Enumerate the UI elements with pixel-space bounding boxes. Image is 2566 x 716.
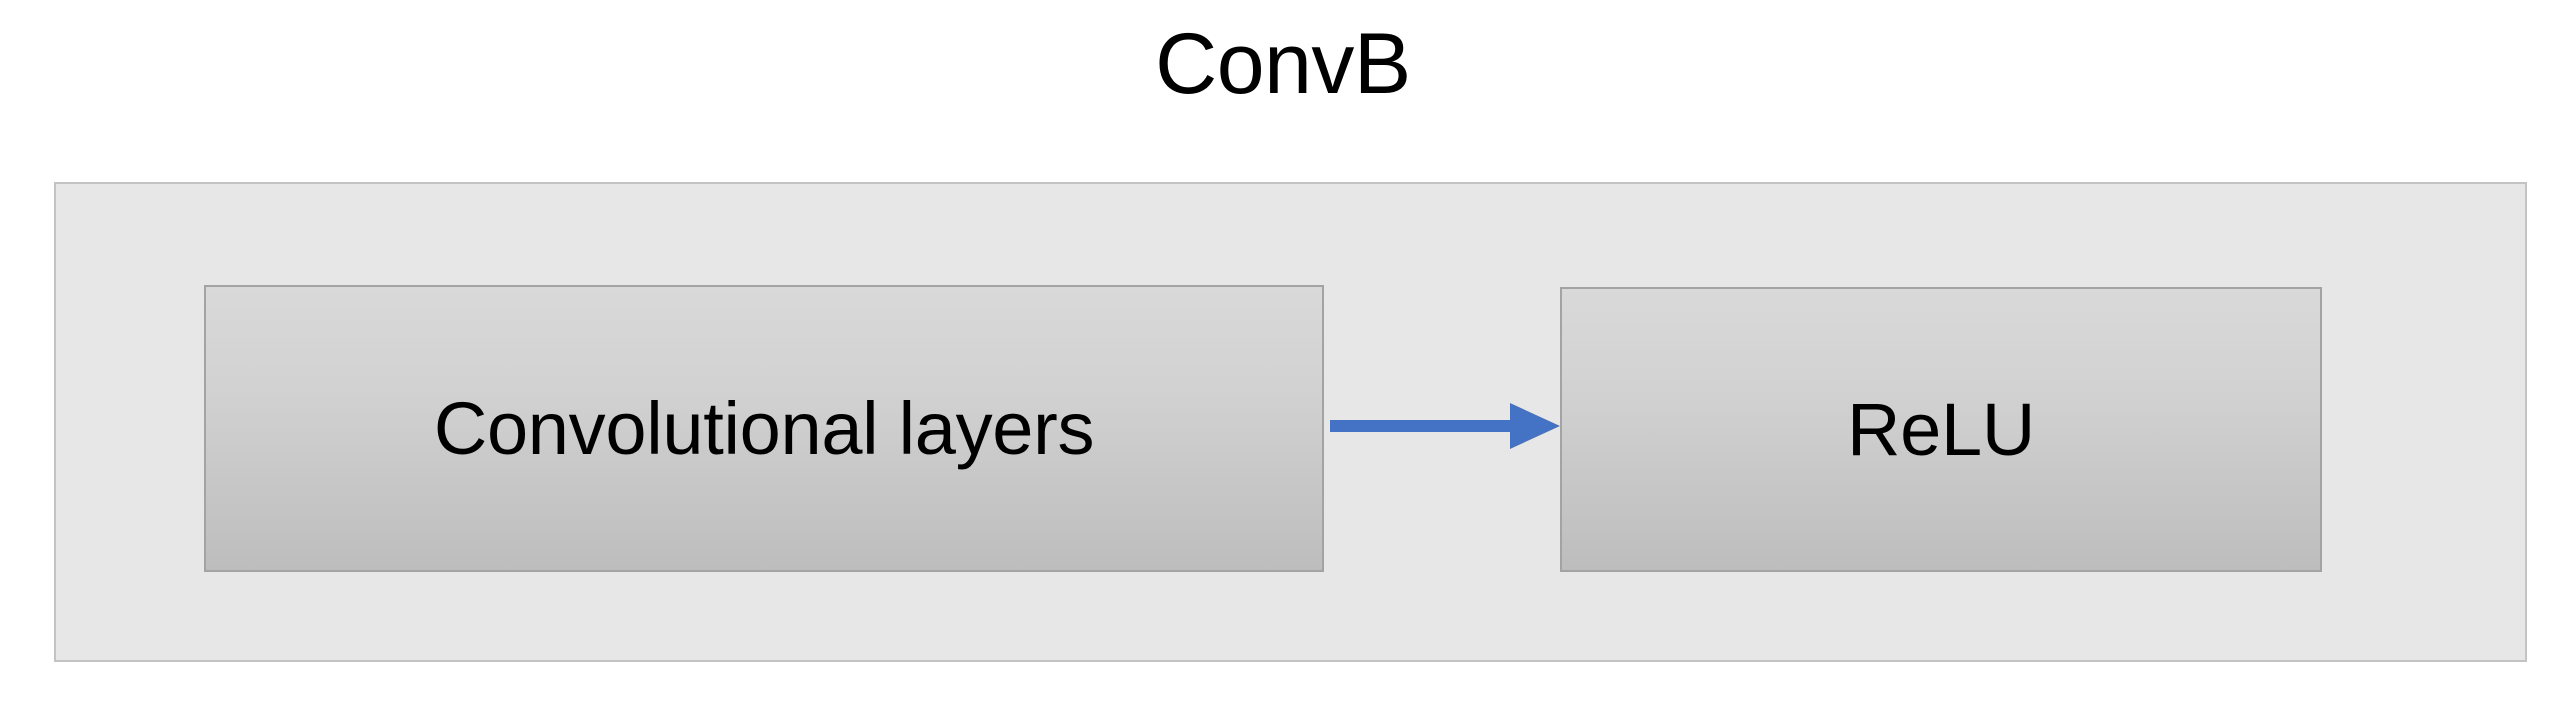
diagram-title: ConvB	[1155, 16, 1411, 112]
arrow-head	[1510, 403, 1560, 449]
convb-group-container: Convolutional layers ReLU	[54, 182, 2527, 662]
node-relu[interactable]: ReLU	[1560, 287, 2322, 572]
arrow-conv-to-relu	[1330, 398, 1562, 454]
node-convolutional-layers[interactable]: Convolutional layers	[204, 285, 1324, 572]
arrow-right-icon	[1330, 403, 1560, 449]
node-relu-label: ReLU	[1847, 387, 2035, 471]
node-convolutional-layers-label: Convolutional layers	[433, 386, 1095, 470]
